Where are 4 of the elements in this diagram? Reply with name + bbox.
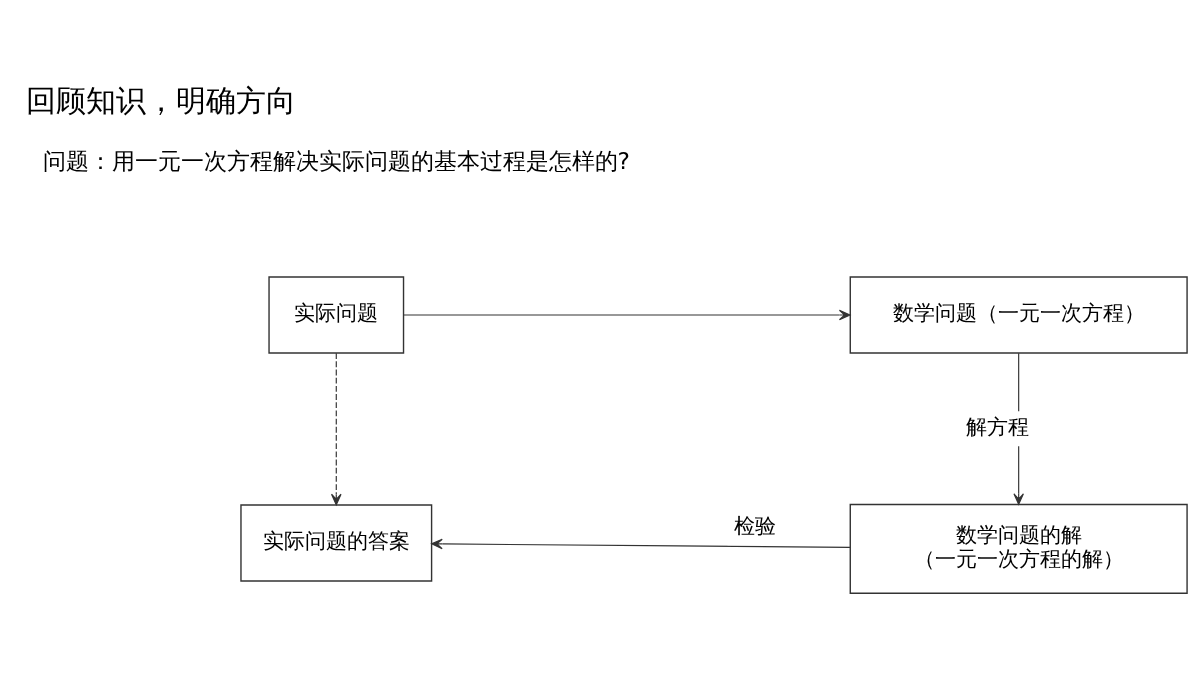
diagram-title: 回顾知识，明确方向 [25, 82, 296, 118]
edge-label: 检验 [733, 512, 776, 538]
label: 问题：用一元一次方程解决实际问题的基本过程是怎样的? [42, 146, 630, 175]
edge-label: 解方程 [966, 413, 1030, 439]
